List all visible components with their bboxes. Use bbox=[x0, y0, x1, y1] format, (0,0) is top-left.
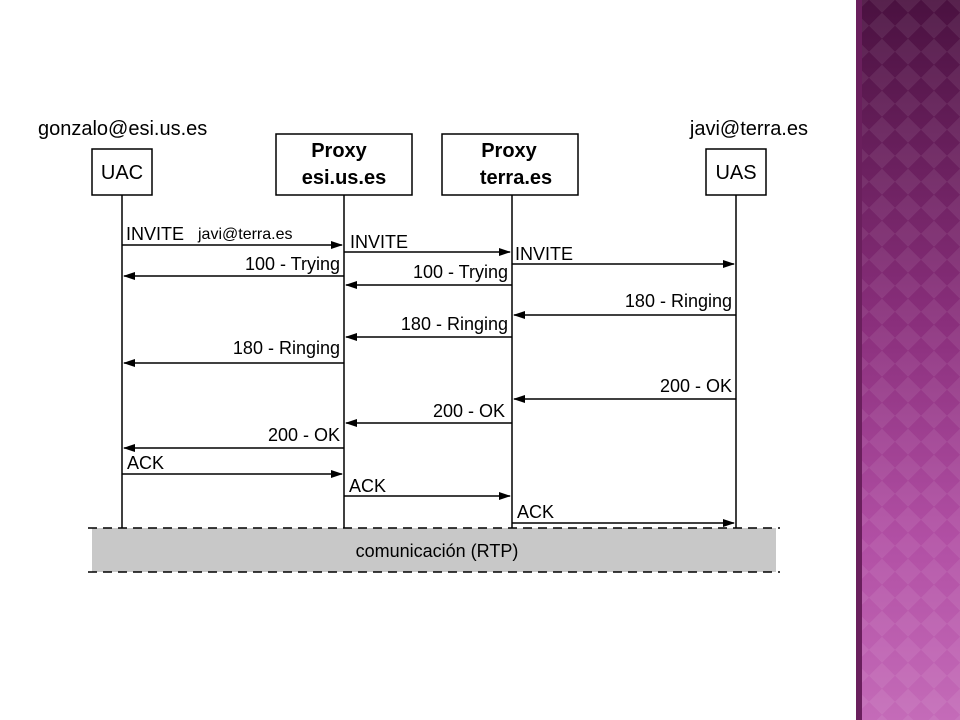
slide: comunicación (RTP) gonzalo@esi.us.es UAC… bbox=[38, 118, 808, 573]
proxy-terra-box bbox=[441, 133, 579, 196]
msg-ack-1-label: ACK bbox=[127, 453, 164, 473]
uas-name: UAS bbox=[715, 162, 756, 184]
uac-box bbox=[91, 148, 153, 196]
rtp-band bbox=[92, 528, 776, 572]
proxy-terra-domain: terra.es bbox=[480, 167, 552, 189]
rtp-label: comunicación (RTP) bbox=[356, 541, 519, 561]
msg-ringing-3-label: 180 - Ringing bbox=[233, 338, 340, 358]
proxy-esi-title: Proxy bbox=[311, 140, 367, 162]
msg-ok-1-label: 200 - OK bbox=[660, 376, 732, 396]
msg-trying-2-label: 100 - Trying bbox=[413, 262, 508, 282]
uac-address: gonzalo@esi.us.es bbox=[38, 118, 207, 140]
msg-ringing-1-label: 180 - Ringing bbox=[625, 291, 732, 311]
msg-invite-2-label: INVITE bbox=[350, 232, 408, 252]
decorative-sidebar bbox=[856, 0, 960, 720]
proxy-esi-box bbox=[275, 133, 413, 196]
uac-name: UAC bbox=[101, 162, 143, 184]
msg-invite-3-label: INVITE bbox=[515, 244, 573, 264]
uas-box bbox=[705, 148, 767, 196]
msg-invite-1-target: javi@terra.es bbox=[197, 226, 293, 243]
msg-ack-2-label: ACK bbox=[349, 476, 386, 496]
proxy-esi-domain: esi.us.es bbox=[302, 167, 387, 189]
uas-address: javi@terra.es bbox=[689, 118, 808, 140]
msg-ack-3-label: ACK bbox=[517, 502, 554, 522]
proxy-terra-title: Proxy bbox=[481, 140, 537, 162]
msg-ok-3-label: 200 - OK bbox=[268, 425, 340, 445]
msg-invite-1-label: INVITE bbox=[126, 224, 184, 244]
msg-trying-1-label: 100 - Trying bbox=[245, 254, 340, 274]
sip-sequence-diagram: comunicación (RTP) gonzalo@esi.us.es UAC… bbox=[38, 118, 808, 573]
msg-ringing-2-label: 180 - Ringing bbox=[401, 314, 508, 334]
msg-ok-2-label: 200 - OK bbox=[433, 401, 505, 421]
